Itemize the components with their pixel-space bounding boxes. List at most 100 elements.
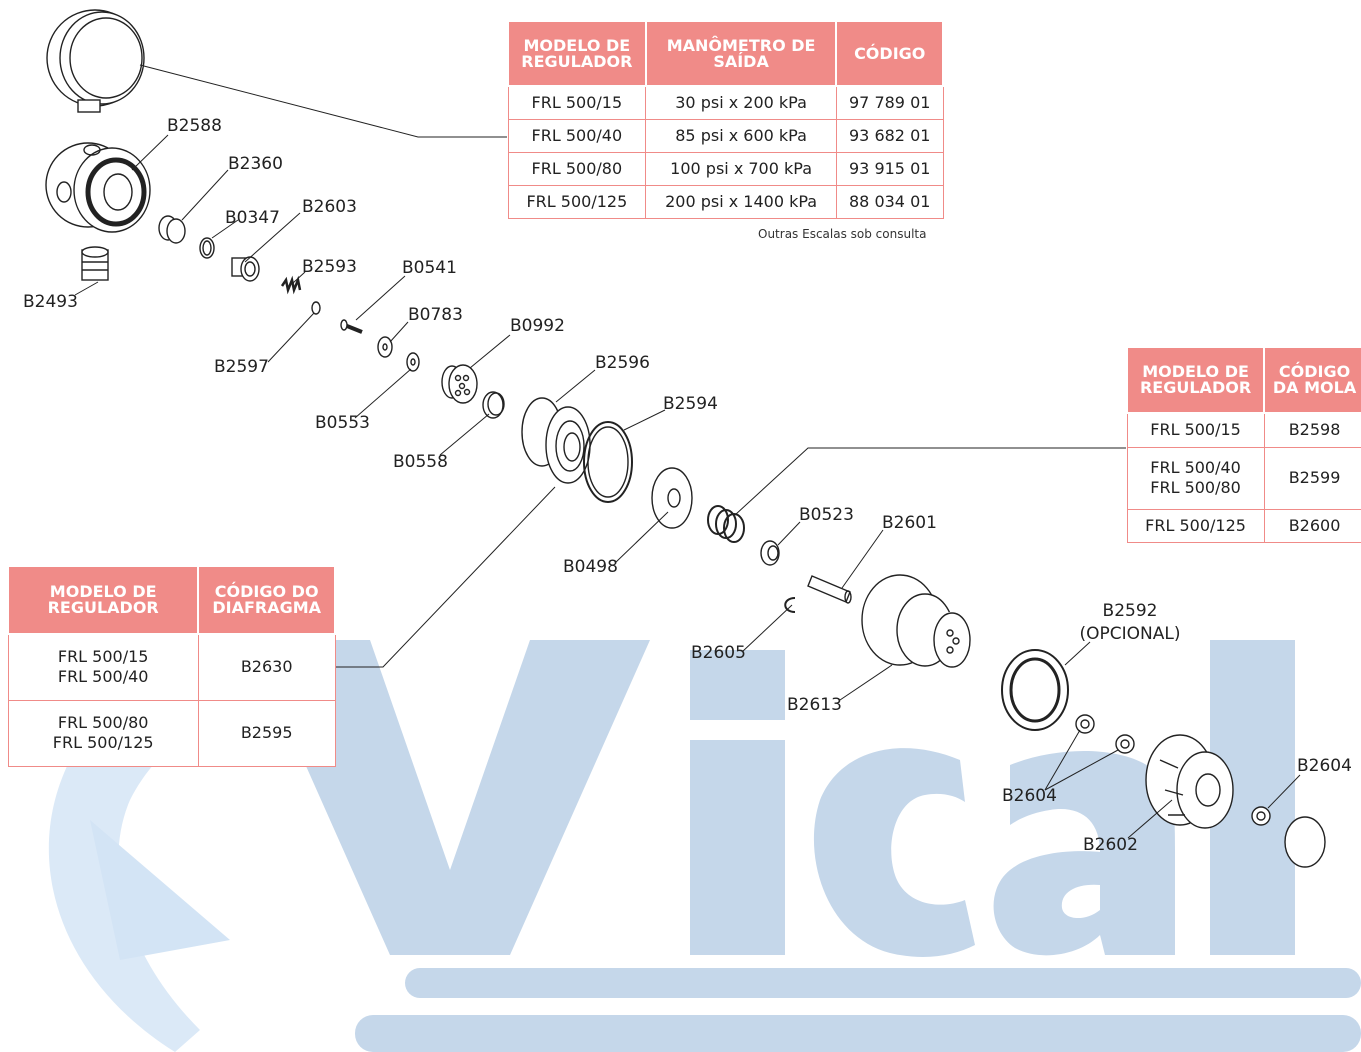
table-cell: 85 psi x 600 kPa xyxy=(645,118,837,153)
spring-table: MODELO DE REGULADOR CÓDIGO DA MOLA FRL 5… xyxy=(1126,346,1361,543)
watermark-letter-v xyxy=(250,640,650,955)
label-b2597: B2597 xyxy=(214,357,269,377)
diaphragm-header-model: MODELO DE REGULADOR xyxy=(6,565,200,635)
table-cell: 97 789 01 xyxy=(835,85,944,120)
spring-header-code: CÓDIGO DA MOLA xyxy=(1263,346,1361,414)
label-b2601: B2601 xyxy=(882,513,937,533)
table-row: FRL 500/15 B2598 xyxy=(1126,412,1361,448)
washer-part xyxy=(377,336,393,358)
table-row: FRL 500/125 B2600 xyxy=(1126,508,1361,543)
table-cell: 200 psi x 1400 kPa xyxy=(645,184,837,219)
watermark-bar-bottom xyxy=(355,1015,1361,1052)
label-b2592: B2592 xyxy=(1102,601,1158,621)
diaphragm-table: MODELO DE REGULADOR CÓDIGO DO DIAFRAGMA … xyxy=(6,565,336,767)
seat-part xyxy=(441,364,478,404)
table-cell: FRL 500/125 xyxy=(1126,508,1265,543)
knob-part xyxy=(1145,734,1234,829)
label-b2592-optional: (OPCIONAL) xyxy=(1079,624,1181,644)
table-cell: B2630 xyxy=(197,633,336,701)
table-row: FRL 500/125 200 psi x 1400 kPa 88 034 01 xyxy=(507,184,944,219)
leader-lines xyxy=(74,64,1301,839)
label-b2588: B2588 xyxy=(167,116,222,136)
gauge-header-gauge: MANÔMETRO DE SAÍDA xyxy=(644,20,838,87)
label-b0992: B0992 xyxy=(510,316,565,336)
watermark-letter-i xyxy=(690,740,785,955)
table-row: FRL 500/15 30 psi x 200 kPa 97 789 01 xyxy=(507,85,944,120)
clip-part xyxy=(784,597,796,613)
oring-large-part xyxy=(583,421,633,503)
oring-small-part xyxy=(199,237,215,259)
watermark-letter-a xyxy=(993,751,1175,956)
table-cell: B2600 xyxy=(1263,508,1361,543)
label-b0347: B0347 xyxy=(225,208,280,228)
washer-2-part xyxy=(406,352,420,372)
lock-nut-part xyxy=(1075,714,1271,826)
diaphragm-part xyxy=(521,397,591,484)
table-cell: 88 034 01 xyxy=(835,184,944,219)
main-spring-part xyxy=(707,505,745,543)
adjust-screw-part xyxy=(807,575,852,604)
gauge-header-code: CÓDIGO xyxy=(835,20,944,87)
table-row: FRL 500/80 100 psi x 700 kPa 93 915 01 xyxy=(507,151,944,186)
table-cell: 93 915 01 xyxy=(835,151,944,186)
valve-part xyxy=(231,256,260,282)
table-cell: FRL 500/80 FRL 500/125 xyxy=(7,699,199,767)
table-cell: 93 682 01 xyxy=(835,118,944,153)
table-cell: FRL 500/15 xyxy=(507,85,647,120)
label-b2605: B2605 xyxy=(691,643,746,663)
table-row: FRL 500/15 FRL 500/40 B2630 xyxy=(7,633,336,701)
label-b0541: B0541 xyxy=(402,258,457,278)
label-b2360: B2360 xyxy=(228,154,283,174)
spring-table-wrap: MODELO DE REGULADOR CÓDIGO DA MOLA FRL 5… xyxy=(1126,346,1361,546)
gauge-table-note: Outras Escalas sob consulta xyxy=(758,227,927,241)
bonnet-part xyxy=(861,574,971,668)
small-spring-part xyxy=(280,275,302,295)
label-b0498: B0498 xyxy=(563,557,618,577)
small-ring-part xyxy=(311,301,321,315)
label-b2604-single: B2604 xyxy=(1297,756,1352,776)
label-b2602: B2602 xyxy=(1083,835,1138,855)
table-row: FRL 500/40 85 psi x 600 kPa 93 682 01 xyxy=(507,118,944,153)
disc-part xyxy=(482,391,505,419)
diaphragm-header-code: CÓDIGO DO DIAFRAGMA xyxy=(197,565,336,635)
label-b0783: B0783 xyxy=(408,305,463,325)
table-row: FRL 500/40 FRL 500/80 B2599 xyxy=(1126,446,1361,510)
gauge-table: MODELO DE REGULADOR MANÔMETRO DE SAÍDA C… xyxy=(507,20,944,219)
label-b0553: B0553 xyxy=(315,413,370,433)
gauge-header-model: MODELO DE REGULADOR xyxy=(507,20,647,87)
table-cell: FRL 500/15 xyxy=(1126,412,1265,448)
label-b0523: B0523 xyxy=(799,505,854,525)
bushing-part xyxy=(158,215,186,244)
label-b2604-pair: B2604 xyxy=(1002,786,1057,806)
panel-ring-part xyxy=(1001,649,1069,731)
label-b2493: B2493 xyxy=(23,292,78,312)
table-cell: FRL 500/40 FRL 500/80 xyxy=(1126,446,1265,510)
label-b0558: B0558 xyxy=(393,452,448,472)
table-cell: 100 psi x 700 kPa xyxy=(645,151,837,186)
table-cell: FRL 500/80 xyxy=(507,151,647,186)
watermark-bar-top xyxy=(405,968,1361,998)
table-cell: B2598 xyxy=(1263,412,1361,448)
watermark-arrow-head xyxy=(90,820,230,960)
nut-small-part xyxy=(760,540,780,566)
vical-watermark xyxy=(48,640,1361,1052)
table-cell: FRL 500/40 xyxy=(507,118,647,153)
gauge-part xyxy=(46,9,145,113)
table-cell: B2595 xyxy=(197,699,336,767)
fitting-part xyxy=(81,246,109,281)
label-b2613: B2613 xyxy=(787,695,842,715)
regulator-body-part xyxy=(45,142,151,233)
spring-plate-part xyxy=(651,467,693,529)
spring-header-model: MODELO DE REGULADOR xyxy=(1126,346,1266,414)
watermark-letter-c xyxy=(813,748,975,957)
label-b2596: B2596 xyxy=(595,353,650,373)
label-b2603: B2603 xyxy=(302,197,357,217)
label-b2594: B2594 xyxy=(663,394,718,414)
cap-part xyxy=(1284,816,1326,868)
table-cell: FRL 500/15 FRL 500/40 xyxy=(7,633,199,701)
table-cell: FRL 500/125 xyxy=(507,184,647,219)
table-cell: 30 psi x 200 kPa xyxy=(645,85,837,120)
watermark-letter-i-dot xyxy=(690,650,785,720)
label-b2593: B2593 xyxy=(302,257,357,277)
